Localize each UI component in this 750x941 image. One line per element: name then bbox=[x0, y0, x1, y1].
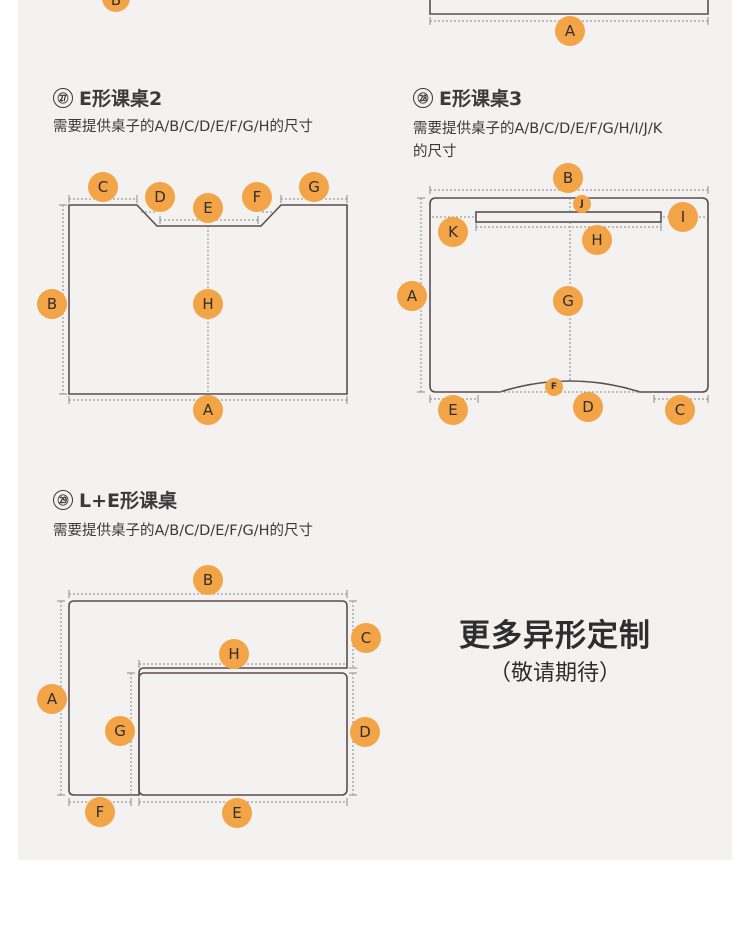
section-29-title: L+E形课桌 bbox=[79, 490, 178, 512]
badge29-H bbox=[219, 639, 249, 669]
badge27-B bbox=[37, 289, 67, 319]
badge29-A bbox=[37, 684, 67, 714]
desk28-slot bbox=[475, 211, 662, 223]
badge28-K bbox=[438, 217, 468, 247]
badge28-H-label: H bbox=[591, 231, 602, 249]
badge28-E bbox=[438, 395, 468, 425]
badge27-C-label: C bbox=[98, 178, 108, 196]
badge-top-B bbox=[102, 0, 130, 12]
badge29-D-label: D bbox=[359, 723, 371, 741]
badge28-A-label: A bbox=[407, 287, 418, 305]
section-27-number: ㉗ bbox=[53, 87, 73, 108]
badge27-C bbox=[88, 172, 118, 202]
badge27-A bbox=[193, 395, 223, 425]
badge27-D bbox=[145, 182, 175, 212]
badge-top-B-label: B bbox=[111, 0, 121, 9]
diagram-l-e-desk: B C H A G D F E bbox=[37, 565, 381, 828]
section-28-title: E形课桌3 bbox=[439, 88, 523, 110]
badge28-A bbox=[397, 281, 427, 311]
badge28-K-label: K bbox=[448, 223, 459, 241]
badge28-D-label: D bbox=[582, 398, 594, 416]
content-panel bbox=[18, 0, 732, 860]
badge29-A-label: A bbox=[47, 690, 58, 708]
badge27-H bbox=[193, 289, 223, 319]
section-28-heading: ㉘ E形课桌3 bbox=[413, 84, 522, 111]
badge28-F-label: F bbox=[551, 382, 557, 392]
section-28-description-line1: 需要提供桌子的A/B/C/D/E/F/G/H/I/J/K bbox=[413, 121, 663, 137]
badge27-D-label: D bbox=[154, 188, 166, 206]
badge27-G-label: G bbox=[308, 178, 320, 196]
section-28-number: ㉘ bbox=[413, 87, 433, 108]
badge29-B bbox=[193, 565, 223, 595]
badge29-E bbox=[222, 798, 252, 828]
more-custom-subtitle: （敬请期待） bbox=[488, 661, 621, 686]
diagram-e-desk-2: C D E F G B H A bbox=[37, 172, 348, 425]
badge28-I bbox=[668, 202, 698, 232]
badge27-H-label: H bbox=[202, 295, 213, 313]
badge29-F-label: F bbox=[96, 803, 105, 821]
badge28-I-label: I bbox=[681, 208, 685, 226]
section-27-description: 需要提供桌子的A/B/C/D/E/F/G/H的尺寸 bbox=[53, 119, 313, 135]
badge28-C bbox=[665, 395, 695, 425]
badge27-G bbox=[299, 172, 329, 202]
desk27-outline bbox=[68, 204, 348, 395]
badge27-A-label: A bbox=[203, 401, 214, 419]
badge29-H-label: H bbox=[228, 645, 239, 663]
badge-top-A-label: A bbox=[565, 22, 576, 40]
badge29-C-label: C bbox=[361, 629, 371, 647]
badge29-E-label: E bbox=[232, 804, 241, 822]
badge28-B bbox=[553, 163, 583, 193]
diagram-e-desk-3: B J I K H A G F E D C bbox=[397, 163, 709, 425]
section-29-description: 需要提供桌子的A/B/C/D/E/F/G/H的尺寸 bbox=[53, 523, 313, 539]
desk28-outline bbox=[429, 197, 709, 393]
more-custom-title: 更多异形定制 bbox=[459, 618, 651, 654]
badge27-E bbox=[193, 193, 223, 223]
badge28-F bbox=[545, 378, 563, 396]
badge29-G bbox=[105, 716, 135, 746]
badge28-J bbox=[573, 195, 591, 213]
top-fragment: B A bbox=[102, 0, 709, 46]
badge28-B-label: B bbox=[563, 169, 573, 187]
section-27-heading: ㉗ E形课桌2 bbox=[53, 84, 162, 111]
section-27-title: E形课桌2 bbox=[79, 88, 163, 110]
badge29-G-label: G bbox=[114, 722, 126, 740]
badge28-E-label: E bbox=[448, 401, 457, 419]
section-29-number: ㉙ bbox=[53, 489, 73, 510]
badge27-E-label: E bbox=[203, 199, 212, 217]
badge29-C bbox=[351, 623, 381, 653]
badge27-B-label: B bbox=[47, 295, 57, 313]
section-28-description-line2: 的尺寸 bbox=[413, 144, 457, 160]
desk29-l-outline bbox=[68, 600, 348, 796]
badge28-G bbox=[553, 286, 583, 316]
badge27-F-label: F bbox=[253, 188, 262, 206]
badge28-D bbox=[573, 392, 603, 422]
badge27-F bbox=[242, 182, 272, 212]
badge29-F bbox=[85, 797, 115, 827]
badge28-C-label: C bbox=[675, 401, 685, 419]
badge29-B-label: B bbox=[203, 571, 213, 589]
badge28-G-label: G bbox=[562, 292, 574, 310]
badge28-J-label: J bbox=[579, 199, 583, 209]
badge28-H bbox=[582, 225, 612, 255]
badge29-D bbox=[350, 717, 380, 747]
desk29-e-outline bbox=[138, 672, 348, 796]
top-desk-outline bbox=[429, 0, 709, 15]
section-29-heading: ㉙ L+E形课桌 bbox=[53, 486, 177, 513]
badge-top-A bbox=[555, 16, 585, 46]
